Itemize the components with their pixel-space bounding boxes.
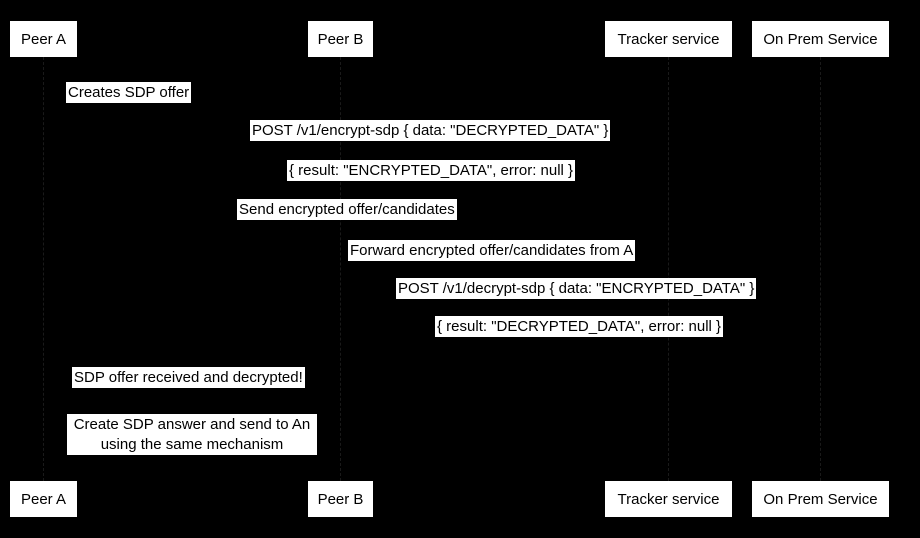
message-result-decrypted-data: { result: "DECRYPTED_DATA", error: null … — [435, 316, 724, 337]
message-result-encrypted-data: { result: "ENCRYPTED_DATA", error: null … — [287, 160, 576, 181]
lifeline-peer-b — [340, 57, 341, 481]
message-post-encrypt-sdp: POST /v1/encrypt-sdp { data: "DECRYPTED_… — [250, 120, 611, 141]
lifeline-on-prem-service — [820, 57, 821, 481]
participant-peer-a-top: Peer A — [10, 21, 77, 57]
participant-on-prem-service-bottom: On Prem Service — [752, 481, 889, 517]
participant-peer-b-bottom: Peer B — [308, 481, 373, 517]
message-sdp-offer-received: SDP offer received and decrypted! — [72, 367, 305, 388]
message-creates-sdp-offer: Creates SDP offer — [66, 82, 192, 103]
note-line-1: Create SDP answer and send to An — [73, 415, 311, 433]
participant-tracker-service-bottom: Tracker service — [605, 481, 732, 517]
participant-peer-b-top: Peer B — [308, 21, 373, 57]
participant-peer-a-bottom: Peer A — [10, 481, 77, 517]
lifeline-tracker-service — [668, 57, 669, 481]
participant-on-prem-service-top: On Prem Service — [752, 21, 889, 57]
message-forward-encrypted-offer: Forward encrypted offer/candidates from … — [348, 240, 636, 261]
participant-tracker-service-top: Tracker service — [605, 21, 732, 57]
note-create-sdp-answer: Create SDP answer and send to An using t… — [67, 414, 317, 455]
message-post-decrypt-sdp: POST /v1/decrypt-sdp { data: "ENCRYPTED_… — [396, 278, 757, 299]
message-send-encrypted-offer: Send encrypted offer/candidates — [237, 199, 457, 220]
note-line-2: using the same mechanism — [100, 435, 284, 453]
lifeline-peer-a — [43, 57, 44, 481]
